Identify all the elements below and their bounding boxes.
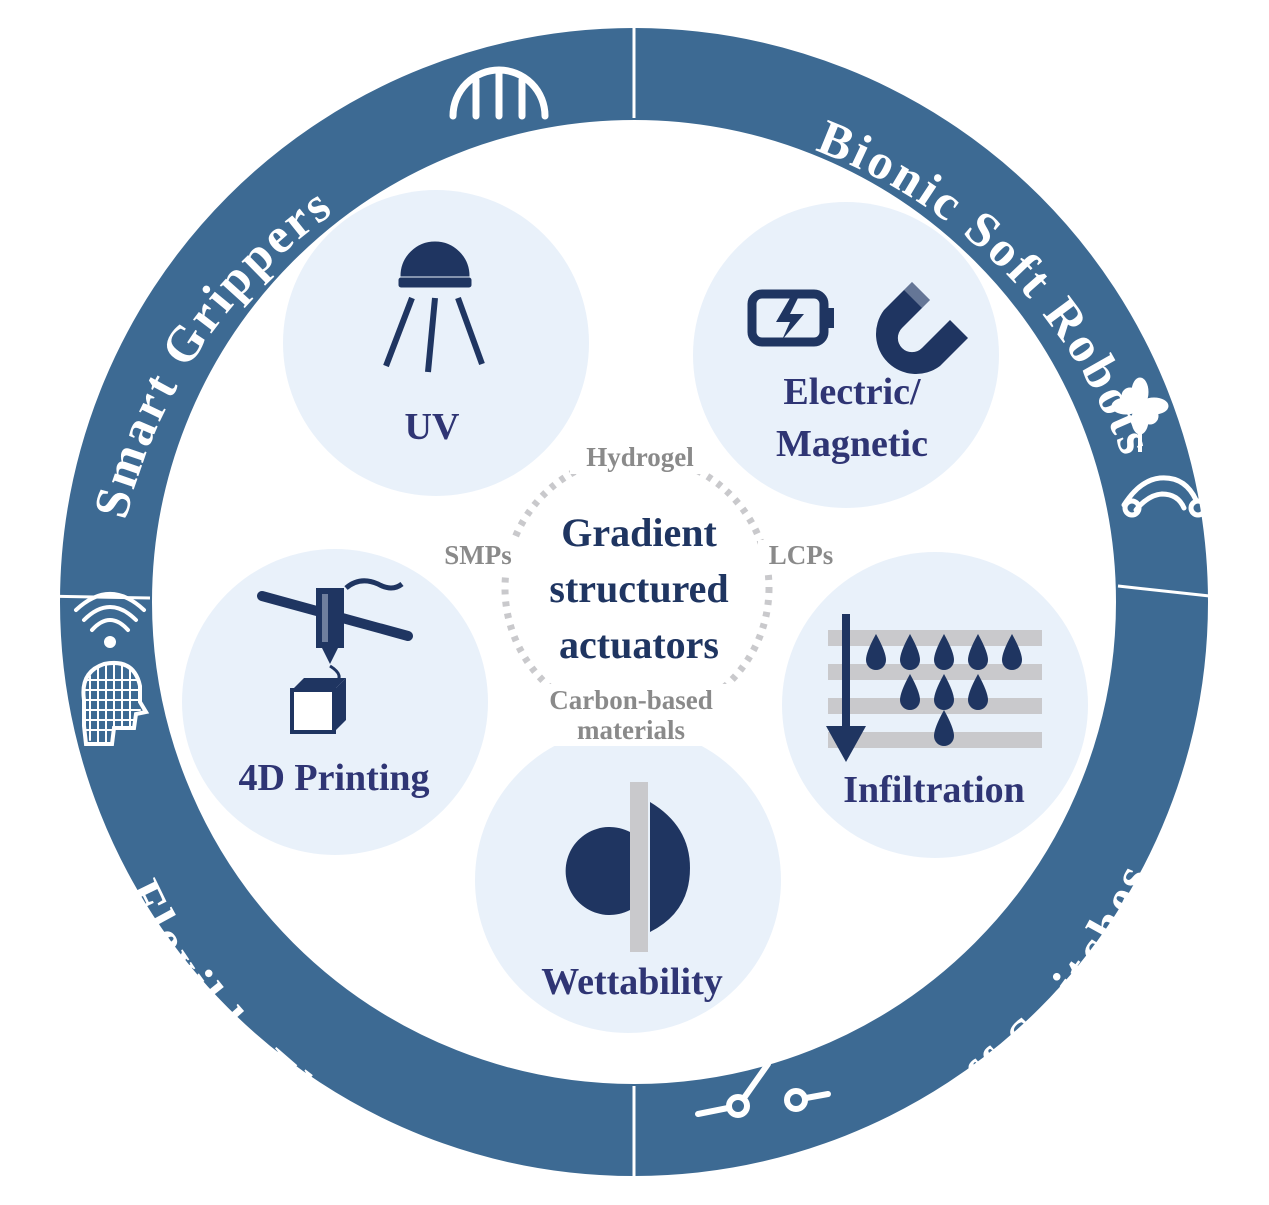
center-title-line1: Gradient	[561, 510, 717, 555]
flower-icon	[1111, 377, 1169, 452]
material-label-lcps: LCPs	[769, 540, 834, 570]
gripper-icon	[449, 66, 549, 120]
stimulus-label-infiltration: Infiltration	[843, 769, 1025, 811]
label-mask-right	[758, 540, 844, 572]
stimulus-label-wettability: Wettability	[541, 961, 723, 1003]
worm-icon	[1121, 475, 1213, 518]
stimulus-label-electric: Electric/	[783, 371, 921, 413]
center-title-line3: actuators	[559, 622, 719, 667]
material-label-carbon-line2: materials	[577, 715, 685, 745]
center-title-line2: structured	[549, 566, 728, 611]
uv-lamp-icon	[383, 241, 485, 373]
droplets-icon	[826, 614, 1042, 762]
battery-icon	[747, 289, 834, 347]
stimulus-label-magnetic: Magnetic	[776, 423, 928, 465]
node-electric-magnetic	[693, 202, 999, 508]
stimulus-label-uv: UV	[405, 406, 460, 448]
node-uv	[283, 190, 589, 496]
3d-printer-icon	[257, 578, 413, 734]
stimulus-label-4d-printing: 4D Printing	[238, 757, 429, 799]
label-mask-top	[570, 442, 708, 474]
droplet-on-wall-icon	[565, 782, 690, 952]
magnet-icon	[875, 282, 968, 375]
material-label-smps: SMPs	[444, 540, 512, 570]
material-label-carbon-line1: Carbon-based	[549, 685, 713, 715]
brain-signal-icon	[74, 592, 150, 746]
material-label-hydrogel: Hydrogel	[586, 442, 694, 472]
switch-icon	[695, 1061, 831, 1118]
label-mask-bottom	[528, 684, 734, 746]
label-mask-left	[432, 540, 524, 572]
